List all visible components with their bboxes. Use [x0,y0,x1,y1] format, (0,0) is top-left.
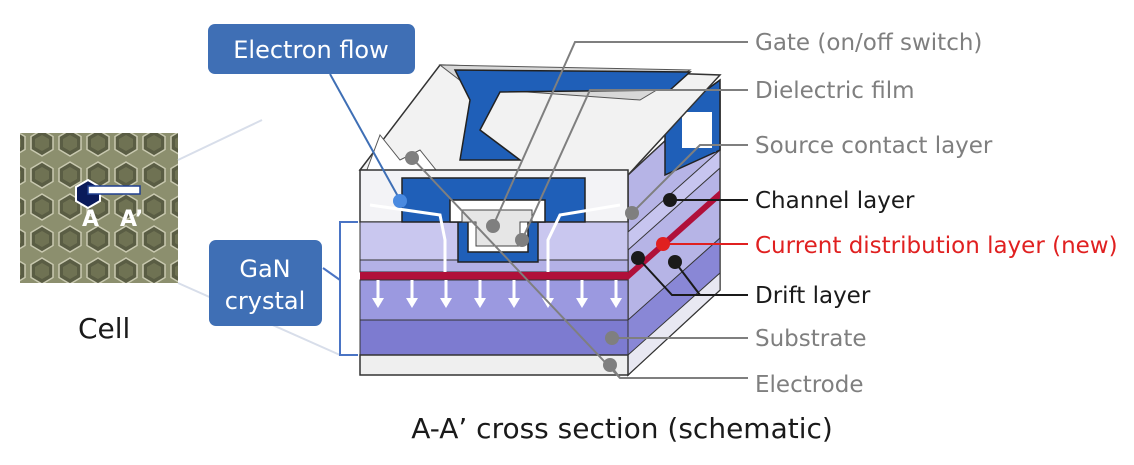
drift-dot-a [631,251,645,265]
electron-flow-arrows [369,203,621,300]
section-line-marker [87,185,141,195]
gan-bracket [339,221,358,356]
drift-dot-b [668,255,682,269]
source-contact-leader [631,144,748,214]
electron-flow-label: Electron flow [233,36,389,64]
leader-dots [405,151,682,372]
front-substrate [359,319,629,356]
electron-flow-leader [329,73,401,201]
cell-thumbnail: A A’ [20,133,178,283]
electron-flow-dot [393,194,407,208]
gan-bracket-link [322,267,341,281]
passivation-dot [405,151,419,165]
gate-leader [492,41,748,227]
electron-flow-box [208,24,415,74]
label-dielectric-film: Dielectric film [755,78,915,104]
label-substrate: Substrate [755,326,867,352]
leader-lines [411,41,748,379]
current-distribution-dot [656,237,670,251]
front-current-distribution-layer [360,272,628,280]
cross-section-caption: A-A’ cross section (schematic) [411,412,833,445]
label-current-distribution: Current distribution layer (new) [755,233,1118,259]
cell-marker-a: A [82,207,99,232]
label-source-contact: Source contact layer [755,133,993,159]
zoom-guide-top [177,119,263,161]
drift-leader-a [637,257,748,296]
dielectric-leader [521,89,748,241]
cell-label: Cell [78,312,130,345]
electron-flow-arrowheads [372,298,622,308]
gan-crystal-line1: GaN [239,255,290,283]
gate-dot [486,219,500,233]
side-current-band [628,190,720,280]
front-drift-layer [359,279,629,321]
front-electrode [359,354,629,376]
hexagon-pattern [20,133,178,283]
label-gate: Gate (on/off switch) [755,30,982,56]
side-gate-window [678,108,716,152]
gan-crystal-box [209,240,322,326]
gan-crystal-line2: crystal [225,287,306,315]
channel-dot [663,193,677,207]
source-contact-dot [625,206,639,220]
top-gate-metal [453,69,692,161]
label-electrode: Electrode [755,372,864,398]
electrode-dot [603,358,617,372]
electron-flow-callout: Electron flow [208,24,415,208]
substrate-dot [605,331,619,345]
gan-crystal-callout: GaN crystal [209,240,322,326]
label-channel-layer: Channel layer [755,188,915,214]
label-drift-layer: Drift layer [755,283,871,309]
cell-marker-a-prime: A’ [120,207,143,232]
device-block [358,64,722,377]
dielectric-dot [515,233,529,247]
